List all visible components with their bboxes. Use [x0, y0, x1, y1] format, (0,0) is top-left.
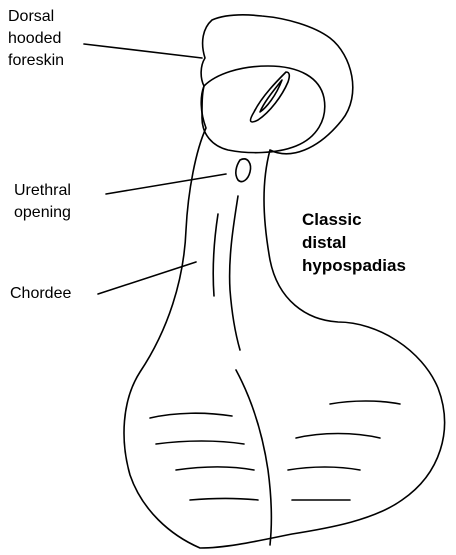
- diagram-title: Classic distal hypospadias: [302, 208, 406, 277]
- title-line: hypospadias: [302, 254, 406, 277]
- scrotum-crease-7: [288, 467, 360, 470]
- title-line: distal: [302, 231, 406, 254]
- leader-line-foreskin: [84, 44, 202, 58]
- label-line: opening: [14, 202, 71, 224]
- urethral-opening-mark: [236, 159, 251, 182]
- chordee-line-1: [230, 196, 240, 350]
- label-line: hooded: [8, 28, 64, 50]
- scrotum-crease-3: [176, 467, 254, 470]
- leader-line-urethral: [106, 174, 226, 194]
- label-line: Urethral: [14, 180, 71, 202]
- leader-line-chordee: [98, 262, 196, 294]
- organ-outline: [124, 15, 445, 548]
- label-line: Chordee: [10, 283, 71, 305]
- scrotum-crease-2: [156, 441, 244, 444]
- label-line: Dorsal: [8, 6, 64, 28]
- label-chordee: Chordee: [10, 283, 71, 305]
- scrotum-crease-4: [190, 499, 258, 501]
- scrotum-crease-6: [296, 434, 380, 439]
- chordee-line-2: [213, 214, 218, 296]
- label-line: foreskin: [8, 50, 64, 72]
- label-urethral-opening: Urethral opening: [14, 180, 71, 224]
- title-line: Classic: [302, 208, 406, 231]
- scrotum-raphe: [236, 370, 271, 545]
- label-dorsal-hooded-foreskin: Dorsal hooded foreskin: [8, 6, 64, 72]
- scrotum-crease-5: [330, 401, 400, 404]
- scrotum-crease-1: [150, 413, 232, 418]
